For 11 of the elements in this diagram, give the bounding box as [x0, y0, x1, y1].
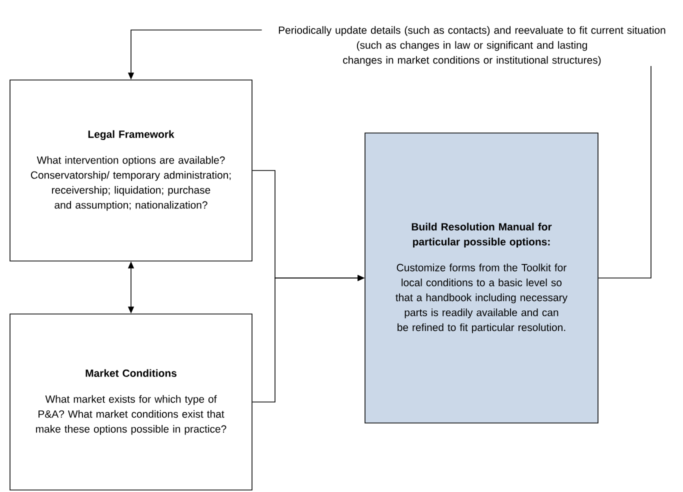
box-title: Legal Framework [88, 130, 174, 140]
process-box [10, 314, 252, 490]
box-title: Build Resolution Manual for particular possible options: [412, 222, 552, 248]
note-text: (such as changes in law or significant and lasting changes in market conditions or institutional structures) [343, 41, 601, 66]
highlighted-box [364, 132, 598, 424]
note-text: Periodically update details (such as contacts) and reevaluate to fit current situation [278, 26, 666, 36]
box-title: Market Conditions [86, 369, 176, 377]
box-text: Customize forms from the Toolkit for local conditions to a basic level so that a handbook including necessary parts is readily available and can be refined to fit particular resolution. [396, 264, 568, 334]
box-text: What market exists for which type of P&A? What market conditions exist that make these options possible in practice? [36, 395, 226, 435]
process-box [10, 80, 252, 262]
box-text: What intervention options are available? Conservatorship/ temporary administration; receivership; liquidation; purchase and assumption; nationalization? [30, 156, 231, 211]
